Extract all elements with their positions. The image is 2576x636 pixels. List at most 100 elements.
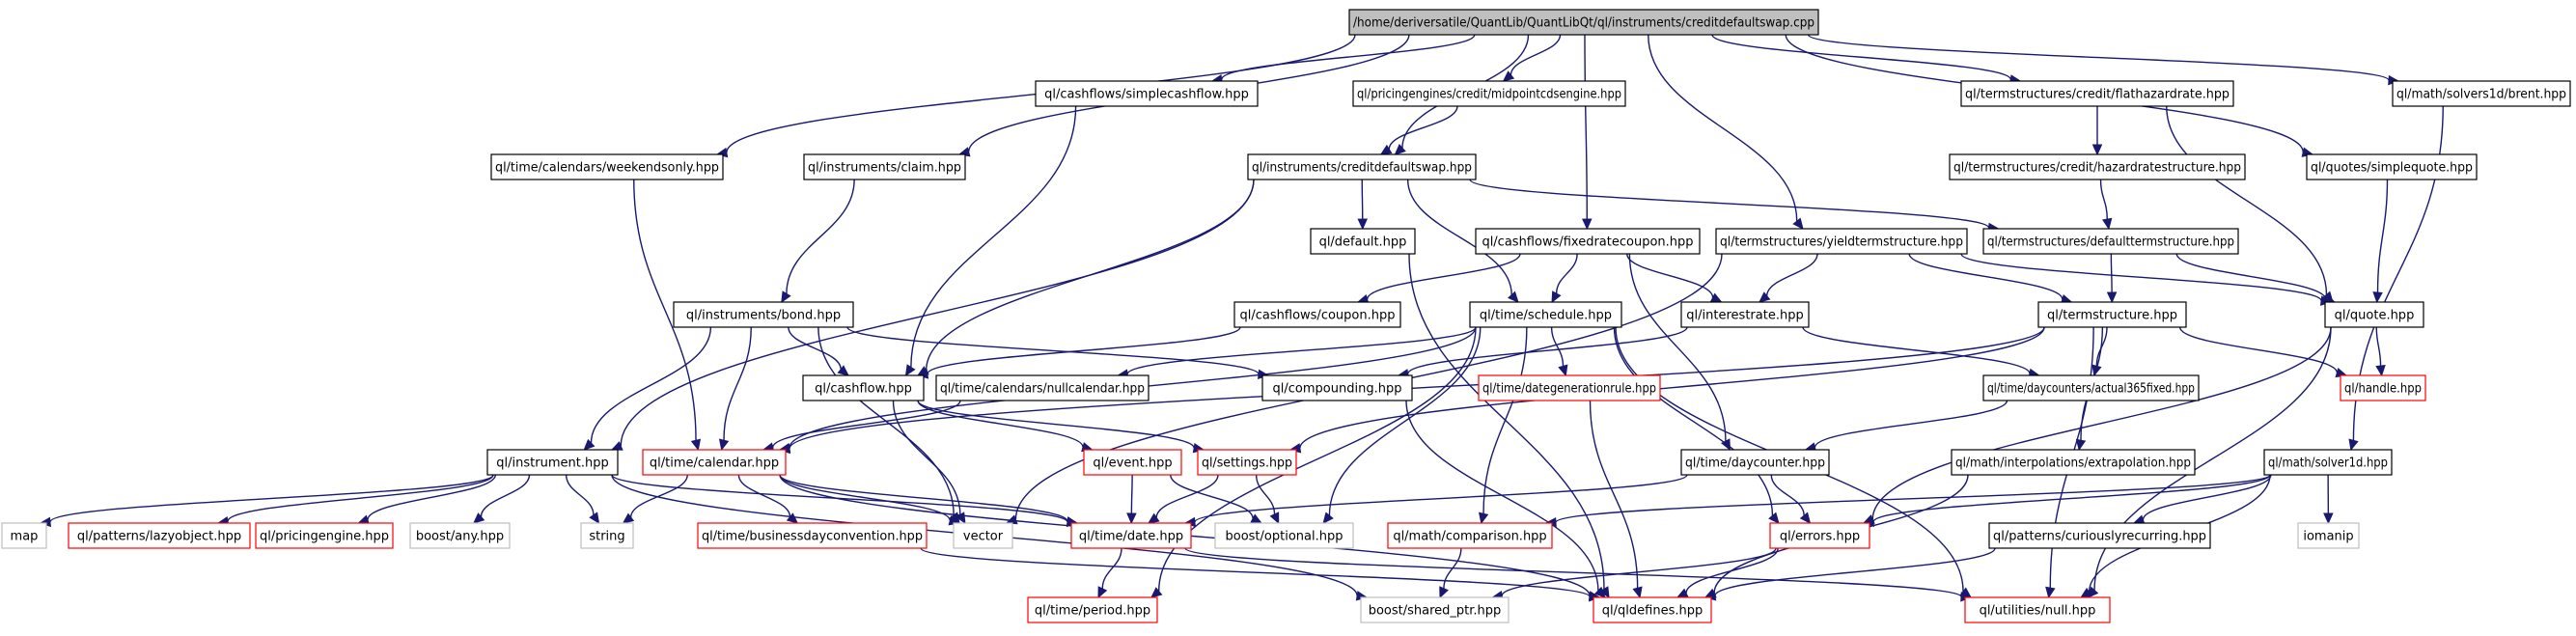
node-label: ql/qldefines.hpp xyxy=(1602,604,1703,619)
graph-node-weekendsonly[interactable]: ql/time/calendars/weekendsonly.hpp xyxy=(490,153,724,180)
dependency-edge-fixedrate-to-daycounter xyxy=(1628,253,1727,442)
arrowhead-icon xyxy=(904,364,916,377)
dependency-edge-defaultts-to-quote xyxy=(2175,253,2327,300)
dependency-edge-date-to-nullhpp xyxy=(1184,547,1962,598)
graph-node-calendar[interactable]: ql/time/calendar.hpp xyxy=(642,449,787,476)
arrowhead-icon xyxy=(2372,291,2383,304)
graph-node-date[interactable]: ql/time/date.hpp xyxy=(1070,522,1192,549)
graph-node-quote[interactable]: ql/quote.hpp xyxy=(2324,301,2424,328)
graph-node-fixedrate[interactable]: ql/cashflows/fixedratecoupon.hpp xyxy=(1475,228,1701,255)
node-box xyxy=(2324,301,2424,328)
graph-node-claim[interactable]: ql/instruments/claim.hpp xyxy=(803,153,966,180)
dependency-edge-coupon-to-cashflow xyxy=(927,326,1241,374)
dependency-edge-termstructure-to-handle xyxy=(2178,326,2339,373)
graph-node-brent[interactable]: ql/math/solvers1d/brent.hpp xyxy=(2392,80,2571,107)
arrowhead-icon xyxy=(1502,70,1515,82)
arrowhead-icon xyxy=(2080,587,2092,598)
node-label: ql/time/businessdayconvention.hpp xyxy=(702,530,923,544)
graph-node-pricingengine[interactable]: ql/pricingengine.hpp xyxy=(255,522,394,549)
node-box xyxy=(255,522,394,549)
arrowhead-icon xyxy=(1479,512,1489,525)
graph-node-solver1d[interactable]: ql/math/solver1d.hpp xyxy=(2263,449,2393,476)
graph-node-cds[interactable]: ql/instruments/creditdefaultswap.hpp xyxy=(1247,153,1477,180)
graph-node-bond[interactable]: ql/instruments/bond.hpp xyxy=(673,301,854,328)
arrowhead-icon xyxy=(1792,217,1804,230)
node-label: ql/cashflow.hpp xyxy=(815,382,912,397)
arrowhead-icon xyxy=(1357,218,1368,231)
graph-node-handle[interactable]: ql/handle.hpp xyxy=(2340,374,2426,401)
graph-node-termstructure[interactable]: ql/termstructure.hpp xyxy=(2037,301,2187,328)
graph-node-errors[interactable]: ql/errors.hpp xyxy=(1769,522,1870,549)
node-box xyxy=(953,522,1013,549)
node-label: ql/termstructures/credit/hazardratestruc… xyxy=(1953,161,2241,176)
graph-node-schedule[interactable]: ql/time/schedule.hpp xyxy=(1469,301,1622,328)
graph-node-interestrate[interactable]: ql/interestrate.hpp xyxy=(1680,301,1810,328)
graph-node-root[interactable]: /home/deriversatile/QuantLib/QuantLibQt/… xyxy=(1348,9,1819,36)
graph-node-cashflow[interactable]: ql/cashflow.hpp xyxy=(802,374,925,401)
graph-node-qldefines[interactable]: ql/qldefines.hpp xyxy=(1593,596,1712,623)
graph-node-bizdayconv[interactable]: ql/time/businessdayconvention.hpp xyxy=(697,522,928,549)
arrowhead-icon xyxy=(2045,586,2056,599)
graph-node-curiously[interactable]: ql/patterns/curiouslyrecurring.hpp xyxy=(1988,522,2211,549)
graph-node-event[interactable]: ql/event.hpp xyxy=(1083,449,1182,476)
arrowhead-icon xyxy=(786,512,799,524)
graph-node-simplequote[interactable]: ql/quotes/simplequote.hpp xyxy=(2306,153,2478,180)
arrowhead-icon xyxy=(1507,290,1519,303)
dependency-edge-solver1d-to-curiously xyxy=(2142,474,2272,520)
graph-node-nullcal[interactable]: ql/time/calendars/nullcalendar.hpp xyxy=(935,374,1150,401)
dependency-edge-bizdayconv-to-qldefines xyxy=(920,547,1591,597)
graph-node-compounding[interactable]: ql/compounding.hpp xyxy=(1261,374,1413,401)
arrowhead-icon xyxy=(1394,144,1406,155)
dependency-edge-bond-to-compounding xyxy=(846,326,1260,375)
node-label: ql/math/interpolations/extrapolation.hpp xyxy=(1955,456,2191,471)
dependency-edge-cashflow-to-settings xyxy=(917,400,1195,449)
graph-node-coupon[interactable]: ql/cashflows/coupon.hpp xyxy=(1233,301,1401,328)
arrowhead-icon xyxy=(2323,512,2334,525)
node-label: ql/math/solvers1d/brent.hpp xyxy=(2396,88,2566,102)
dependency-edge-instrument-to-map xyxy=(49,474,494,523)
graph-node-midpointcds[interactable]: ql/pricingengines/credit/midpointcdsengi… xyxy=(1352,80,1626,107)
graph-node-defaultts[interactable]: ql/termstructures/defaulttermstructure.h… xyxy=(1982,228,2239,255)
graph-node-lazyobject[interactable]: ql/patterns/lazyobject.hpp xyxy=(68,522,251,549)
graph-node-settings[interactable]: ql/settings.hpp xyxy=(1197,449,1297,476)
dependency-edge-daycounter-to-errors xyxy=(1770,474,1805,516)
arrowhead-icon xyxy=(1582,218,1593,231)
dependency-edge-claim-to-bond xyxy=(786,179,855,294)
arrowhead-icon xyxy=(1551,290,1562,304)
graph-node-period[interactable]: ql/time/period.hpp xyxy=(1027,596,1158,623)
node-label: ql/event.hpp xyxy=(1093,456,1172,471)
dependency-edge-bond-to-calendar xyxy=(723,326,752,441)
graph-node-hazardts[interactable]: ql/termstructures/credit/hazardratestruc… xyxy=(1949,153,2246,180)
node-label: ql/instruments/claim.hpp xyxy=(808,161,961,176)
graph-node-nullhpp[interactable]: ql/utilities/null.hpp xyxy=(1964,596,2111,623)
graph-node-dategen[interactable]: ql/time/dategenerationrule.hpp xyxy=(1478,374,1661,401)
dependency-edge-errors-to-qldefines xyxy=(1685,547,1779,594)
graph-node-daycounter[interactable]: ql/time/daycounter.hpp xyxy=(1680,449,1830,476)
dependency-edge-root-to-yieldts xyxy=(1648,34,1798,222)
dependency-edge-calendar-to-date xyxy=(779,474,1068,522)
node-label: map xyxy=(11,530,39,544)
graph-node-simplecashflow[interactable]: ql/cashflows/simplecashflow.hpp xyxy=(1035,80,1259,107)
node-box xyxy=(802,374,925,401)
dependency-edge-cashflow-to-event xyxy=(917,400,1084,448)
dependency-edge-yieldts-to-interestrate xyxy=(1765,253,1818,296)
node-label: ql/time/calendars/nullcalendar.hpp xyxy=(940,382,1145,397)
node-label: ql/time/period.hpp xyxy=(1035,604,1150,619)
node-box xyxy=(486,449,619,476)
dependency-edge-cds-to-schedule xyxy=(1406,179,1512,295)
graph-node-default[interactable]: ql/default.hpp xyxy=(1310,228,1416,255)
node-label: ql/cashflows/fixedratecoupon.hpp xyxy=(1482,235,1693,250)
graph-node-flathazard[interactable]: ql/termstructures/credit/flathazardrate.… xyxy=(1960,80,2234,107)
node-label: iomanip xyxy=(2303,530,2353,544)
node-label: ql/patterns/curiouslyrecurring.hpp xyxy=(1993,530,2206,544)
graph-node-extrapolation[interactable]: ql/math/interpolations/extrapolation.hpp xyxy=(1951,449,2196,476)
node-label: ql/time/daycounter.hpp xyxy=(1685,456,1825,471)
arrowhead-icon xyxy=(2101,217,2113,231)
graph-node-actual365[interactable]: ql/time/daycounters/actual365fixed.hpp xyxy=(1982,374,2200,401)
node-label: ql/time/dategenerationrule.hpp xyxy=(1482,382,1656,397)
dependency-edge-date-to-period xyxy=(1101,547,1122,589)
graph-node-vector: vector xyxy=(953,522,1013,549)
graph-node-yieldts[interactable]: ql/termstructures/yieldtermstructure.hpp xyxy=(1715,228,1968,255)
graph-node-instrument[interactable]: ql/instrument.hpp xyxy=(486,449,619,476)
graph-node-comparison[interactable]: ql/math/comparison.hpp xyxy=(1387,522,1553,549)
